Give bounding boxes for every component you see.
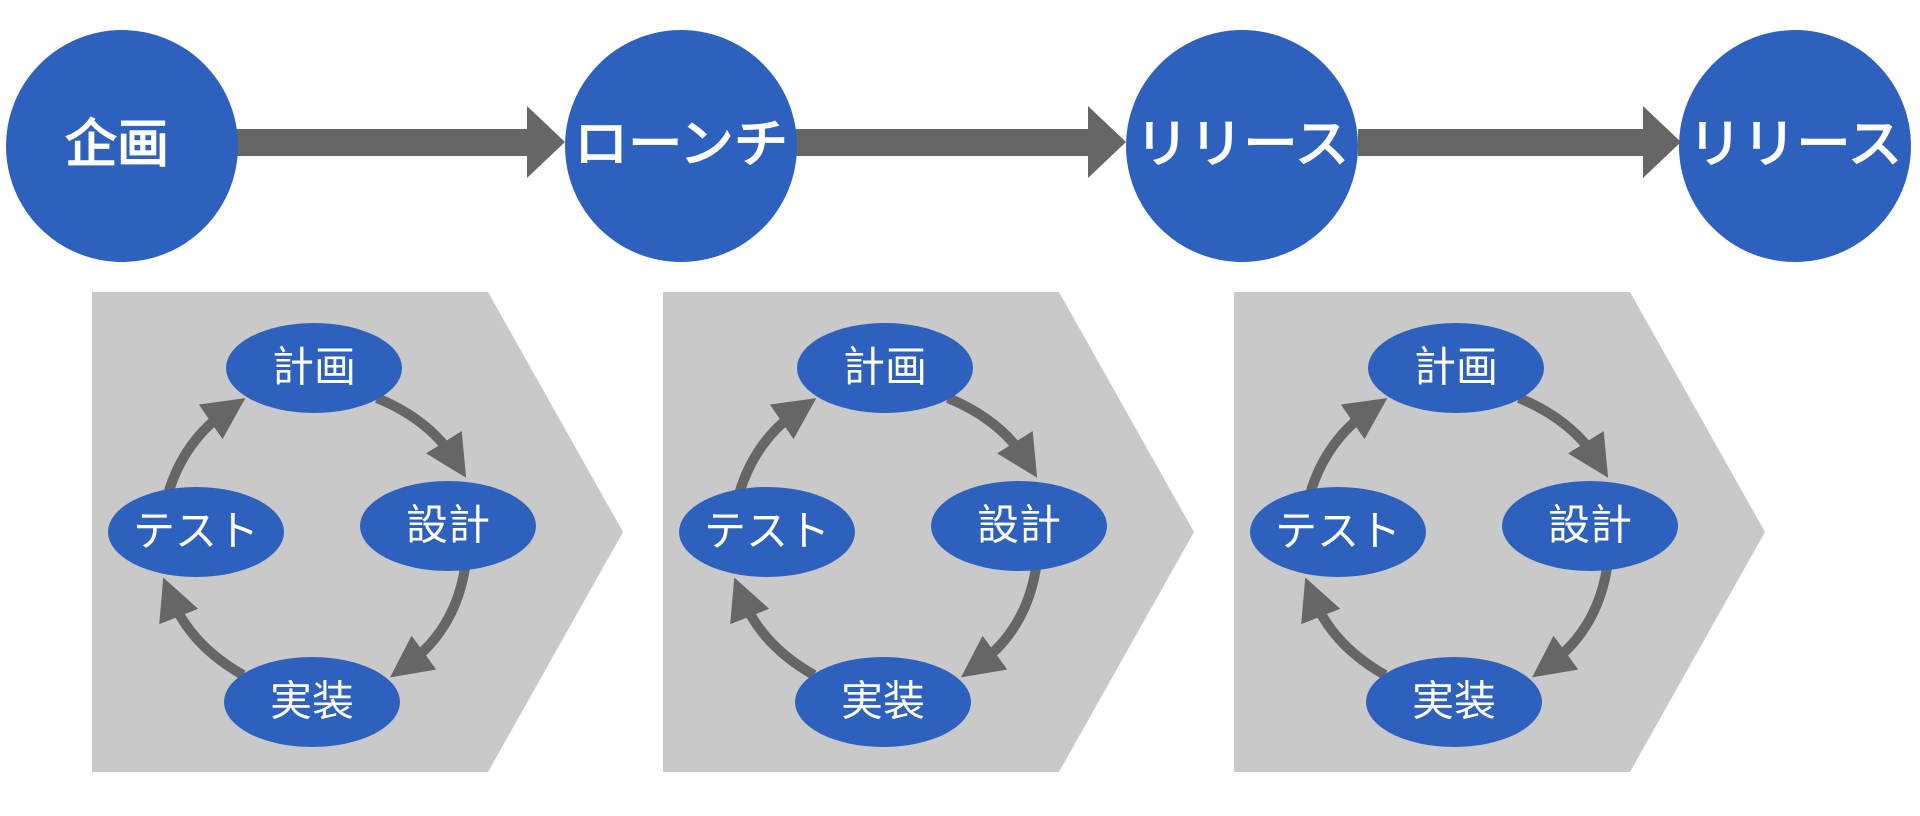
cycle-arrow-implement-to-test (730, 577, 817, 680)
cycle-arrow-design-to-implement (1532, 567, 1612, 678)
cycle-step-test-label: テスト (133, 507, 259, 556)
cycle-step-plan (1368, 323, 1544, 413)
cycle-arrow-plan-to-design (1517, 393, 1609, 478)
cycle-step-implement-label: 実装 (1412, 677, 1496, 726)
cycle-step-plan (226, 323, 402, 413)
milestone-planning: 企画 (6, 30, 238, 262)
cycle-step-plan-label: 計画 (1414, 343, 1498, 392)
cycle-step-design-label: 設計 (1548, 501, 1632, 550)
milestone-label: リリース (1688, 115, 1902, 175)
cycle-arrow-test-to-plan (734, 398, 817, 496)
timeline-arrow-2 (795, 106, 1126, 178)
cycle-step-test (1250, 487, 1426, 577)
milestone-release-2: リリース (1679, 30, 1911, 262)
cycle-arrow-plan-to-design (946, 393, 1038, 478)
cycle-step-test-label: テスト (704, 507, 830, 556)
cycle-panel-3: 計画 設計 実装 テスト (1234, 292, 1765, 772)
milestone-release-1: リリース (1126, 30, 1358, 262)
cycle-step-implement-label: 実装 (841, 677, 925, 726)
milestone-launch: ローンチ (565, 30, 797, 262)
timeline-arrows (236, 106, 1681, 178)
cycle-step-implement-label: 実装 (270, 677, 354, 726)
cycle-arrow-test-to-plan (1305, 398, 1388, 496)
cycle-step-design (931, 481, 1107, 571)
cycle-panel-2: 計画 設計 実装 テスト (663, 292, 1194, 772)
cycle-step-plan-label: 計画 (272, 343, 356, 392)
cycle-step-design (360, 481, 536, 571)
milestone-label: ローンチ (574, 115, 788, 175)
milestone-label: リリース (1135, 115, 1349, 175)
cycle-step-test (108, 487, 284, 577)
cycle-arrow-implement-to-test (1301, 577, 1388, 680)
cycle-step-design-label: 設計 (406, 501, 490, 550)
cycle-arrow-plan-to-design (375, 393, 467, 478)
cycle-arrow-test-to-plan (163, 398, 246, 496)
milestone-circle (1679, 30, 1911, 262)
milestone-circle (6, 30, 238, 262)
milestone-circle (1126, 30, 1358, 262)
cycle-step-implement (1366, 657, 1542, 747)
cycle-panel-1: 計画 設計 実装 テスト (92, 292, 623, 772)
cycle-step-test (679, 487, 855, 577)
cycle-step-plan-label: 計画 (843, 343, 927, 392)
cycle-step-design-label: 設計 (977, 501, 1061, 550)
cycle-arrow-implement-to-test (159, 577, 246, 680)
timeline-arrow-3 (1358, 106, 1681, 178)
cycle-arrow-design-to-implement (390, 567, 470, 678)
cycle-step-plan (797, 323, 973, 413)
timeline-arrow-1 (236, 106, 565, 178)
cycle-arrow-design-to-implement (961, 567, 1041, 678)
milestone-label: 企画 (65, 115, 169, 175)
cycle-step-implement (795, 657, 971, 747)
cycle-step-design (1502, 481, 1678, 571)
cycle-step-test-label: テスト (1275, 507, 1401, 556)
cycle-step-implement (224, 657, 400, 747)
milestone-circle (565, 30, 797, 262)
